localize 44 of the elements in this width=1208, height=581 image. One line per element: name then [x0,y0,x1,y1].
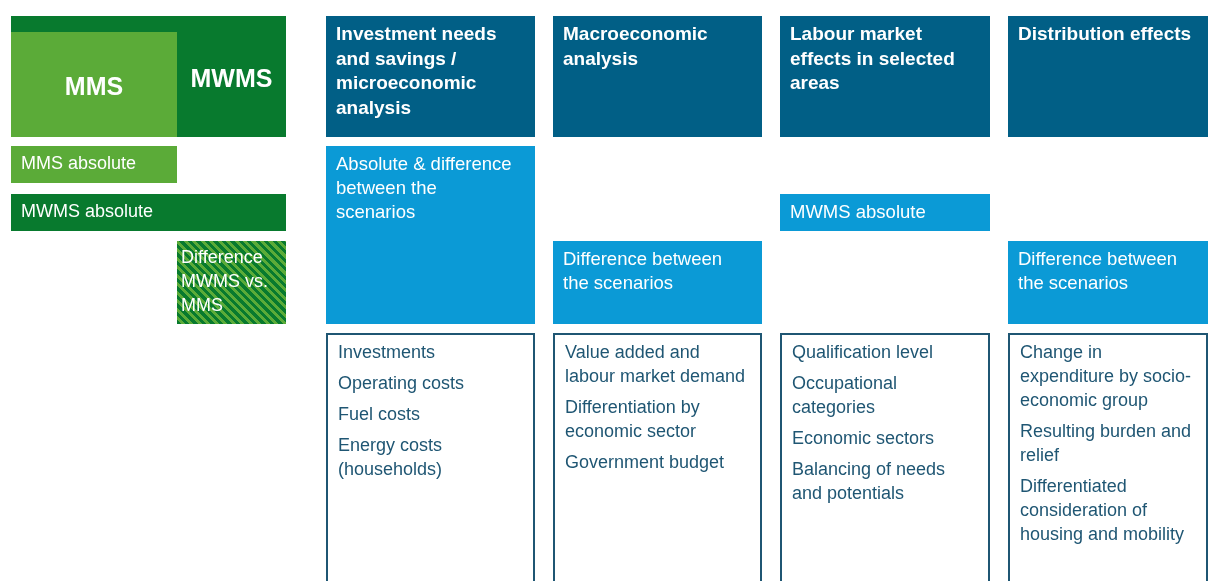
panel-text: Absolute & difference between the scenarios [336,152,513,225]
legend-bar [11,146,177,183]
bar-label: MMS absolute [21,152,138,175]
header-text: Labour market effects in selected areas [790,22,956,96]
list-item: Change in expenditure by socio-economic group [1020,341,1193,412]
panel-text: Difference between the scenarios [1018,247,1179,296]
outlined-panel [326,333,535,581]
panel-text: Difference between the scenarios [563,247,724,296]
list-item: Investments [338,341,437,364]
list-item: Economic sectors [792,426,936,450]
category-panel [11,16,286,137]
list-item: Balancing of needs and potentials [792,457,947,505]
scenario-panel [553,241,762,324]
list-item: Resulting burden and relief [1020,419,1193,467]
scenario-panel [1008,241,1208,324]
list-item: Qualification level [792,341,935,364]
panel-text: MWMS absolute [790,200,927,224]
scenario-panel [326,146,535,324]
list-item: Value added and labour market demand [565,341,747,388]
hatched-panel [177,241,286,324]
list-item: Operating costs [338,371,466,395]
header-text: Macroeconomic analysis [563,22,709,71]
outlined-panel [780,333,990,581]
outlined-panel [553,333,762,581]
list-item: Differentiated consideration of housing and mobility [1020,474,1186,546]
column-header [1008,16,1208,137]
list-item: Differentiation by economic sector [565,395,701,443]
header-text: Distribution effects [1018,22,1193,46]
panel-text: Difference MWMS vs. MMS [181,246,269,317]
category-panel [11,32,177,137]
list-item: Occupational categories [792,371,899,419]
list-item: Fuel costs [338,402,422,426]
column-header [780,16,990,137]
list-item: Government budget [565,450,726,474]
bar-label: MWMS absolute [21,200,155,223]
legend-bar [11,194,286,231]
list-item: Energy costs (households) [338,433,444,481]
column-header [553,16,762,137]
header-text: Investment needs and savings / microeconomic analysis [336,22,498,121]
category-label: MMS [63,71,125,102]
outlined-panel [1008,333,1208,581]
category-label: MWMS [189,63,274,94]
column-header [326,16,535,137]
scenario-panel [780,194,990,231]
